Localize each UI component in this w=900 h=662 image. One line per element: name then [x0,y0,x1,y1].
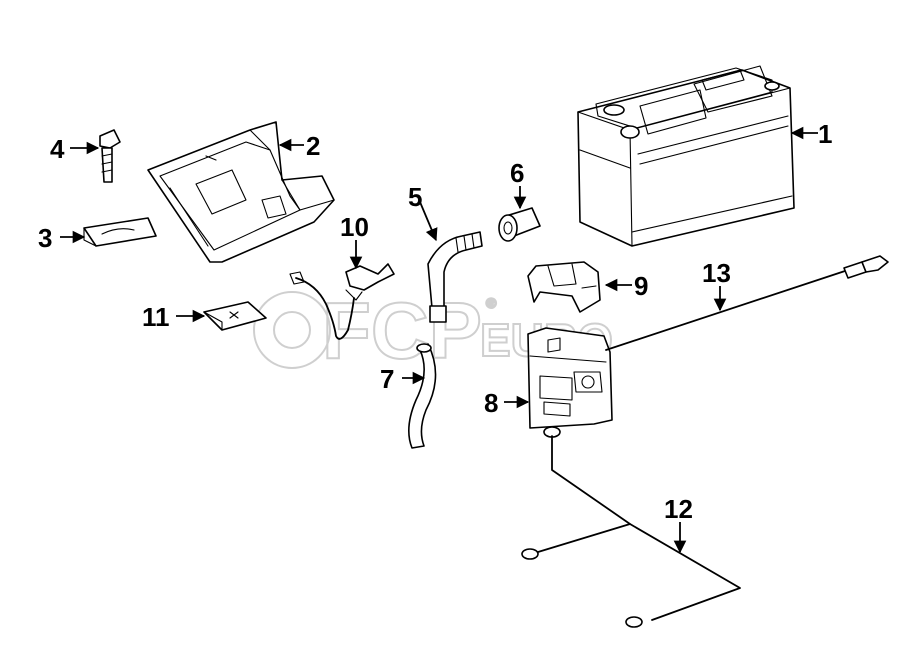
svg-text:5: 5 [408,182,422,212]
callout-7: 7 [380,364,426,394]
part-1-battery[interactable] [577,65,795,247]
part-6-grommet[interactable] [498,207,541,242]
svg-text:13: 13 [702,258,731,288]
callout-1: 1 [790,119,832,149]
part-4-bolt[interactable] [99,129,121,183]
part-3-bracket[interactable] [83,217,157,247]
svg-text:11: 11 [142,302,170,332]
svg-text:10: 10 [340,212,369,242]
callout-3: 3 [38,223,86,253]
callout-6: 6 [510,158,527,210]
svg-text:4: 4 [50,134,65,164]
part-11-clip[interactable] [203,301,267,331]
svg-text:8: 8 [484,388,498,418]
svg-text:9: 9 [634,271,648,301]
svg-text:1: 1 [818,119,832,149]
svg-text:6: 6 [510,158,524,188]
svg-text:2: 2 [306,131,320,161]
callout-5: 5 [408,182,438,242]
callout-8: 8 [484,388,530,418]
callout-10: 10 [340,212,369,270]
callout-11: 11 [142,302,206,332]
callout-2: 2 [278,131,320,161]
svg-text:7: 7 [380,364,394,394]
part-9-fuse-cover[interactable] [527,261,601,313]
part-13-battery-cable[interactable] [605,255,889,351]
watermark-brand: FCP [322,286,482,375]
svg-text:12: 12 [664,494,693,524]
callout-12: 12 [664,494,693,554]
part-8-fuse-box[interactable] [527,327,613,438]
part-10-ground-cable[interactable] [289,263,395,340]
callout-9: 9 [604,271,648,301]
callout-4: 4 [50,134,100,164]
watermark-registered: ® [486,295,497,311]
part-12-wiring-harness[interactable] [521,435,741,628]
part-5-vent-hose[interactable] [427,231,483,323]
svg-text:3: 3 [38,223,52,253]
callout-13: 13 [702,258,731,312]
part-2-battery-tray[interactable] [147,121,335,263]
